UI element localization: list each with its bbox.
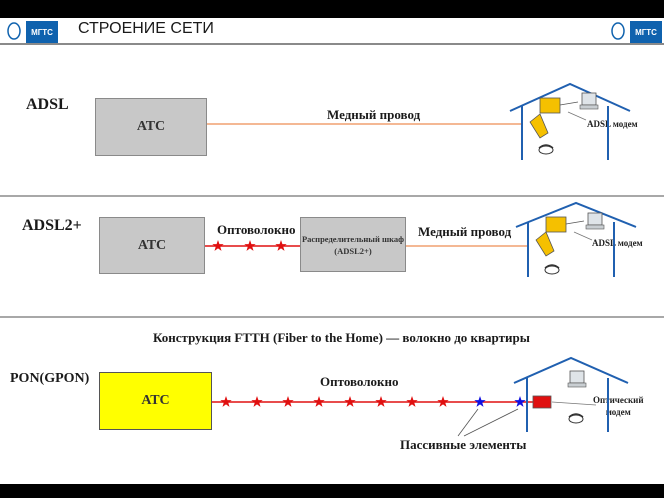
pon-fiber-label: Оптоволокно	[320, 374, 399, 389]
pon-title: PON(GPON)	[10, 371, 90, 386]
adsl-ats-box: АТС	[95, 98, 207, 156]
cabinet-sublabel: (ADSL2+)	[334, 245, 372, 256]
adsl2-phone-icon	[544, 264, 560, 275]
logo-text: МГТС	[630, 21, 662, 43]
bottom-bar	[0, 484, 664, 498]
adsl2-cable-label: Медный провод	[418, 224, 512, 239]
pon-house-icon	[513, 356, 629, 432]
adsl-computer-icon	[579, 92, 599, 110]
logo-text: МГТС	[26, 21, 58, 43]
optical-modem-icon	[532, 395, 552, 409]
pon-ats-box: АТС	[99, 372, 212, 430]
adsl-modem-label: ADSL модем	[587, 119, 638, 129]
adsl2-title: ADSL2+	[22, 217, 82, 234]
header-divider	[0, 43, 664, 45]
logo-right: МГТС	[606, 18, 662, 44]
adsl2-modem-label: ADSL модем	[592, 238, 643, 248]
pon-computer-icon	[567, 370, 587, 388]
adsl2-computer-icon	[585, 212, 605, 230]
adsl2-modem-pointer	[573, 231, 593, 241]
top-bar	[0, 0, 664, 18]
cabinet-label: Распределительный шкаф	[301, 233, 405, 244]
egg-logo-icon	[7, 22, 21, 40]
optical-modem-line1: Оптический	[593, 395, 644, 405]
adsl2-ats-box: АТС	[99, 217, 205, 274]
adsl2-modem-icon	[535, 216, 585, 257]
passive-pointer	[463, 408, 519, 437]
section-divider	[0, 316, 664, 318]
page-title: СТРОЕНИЕ СЕТИ	[78, 20, 214, 37]
logo-left: МГТС	[2, 18, 58, 44]
egg-logo-icon	[611, 22, 625, 40]
section-divider	[0, 195, 664, 197]
passive-pointer	[457, 408, 479, 437]
adsl2-fiber-label: Оптоволокно	[217, 222, 296, 237]
adsl-modem-icon	[529, 97, 579, 139]
optical-modem-line2: модем	[605, 407, 631, 417]
adsl-modem-pointer	[567, 111, 587, 121]
optical-modem-label: Оптический модем	[593, 394, 644, 418]
ftth-caption: Конструкция FTTH (Fiber to the Home) — в…	[153, 330, 530, 345]
adsl-title: ADSL	[26, 96, 69, 113]
distribution-cabinet: Распределительный шкаф (ADSL2+)	[300, 217, 406, 272]
pon-phone-icon	[568, 413, 584, 424]
adsl-phone-icon	[538, 144, 554, 155]
adsl-cable-label: Медный провод	[327, 107, 421, 122]
optical-modem-pointer	[551, 401, 597, 406]
adsl-house-icon	[509, 82, 631, 160]
adsl2-house-icon	[515, 201, 637, 277]
passive-elements-label: Пассивные элементы	[400, 437, 527, 452]
